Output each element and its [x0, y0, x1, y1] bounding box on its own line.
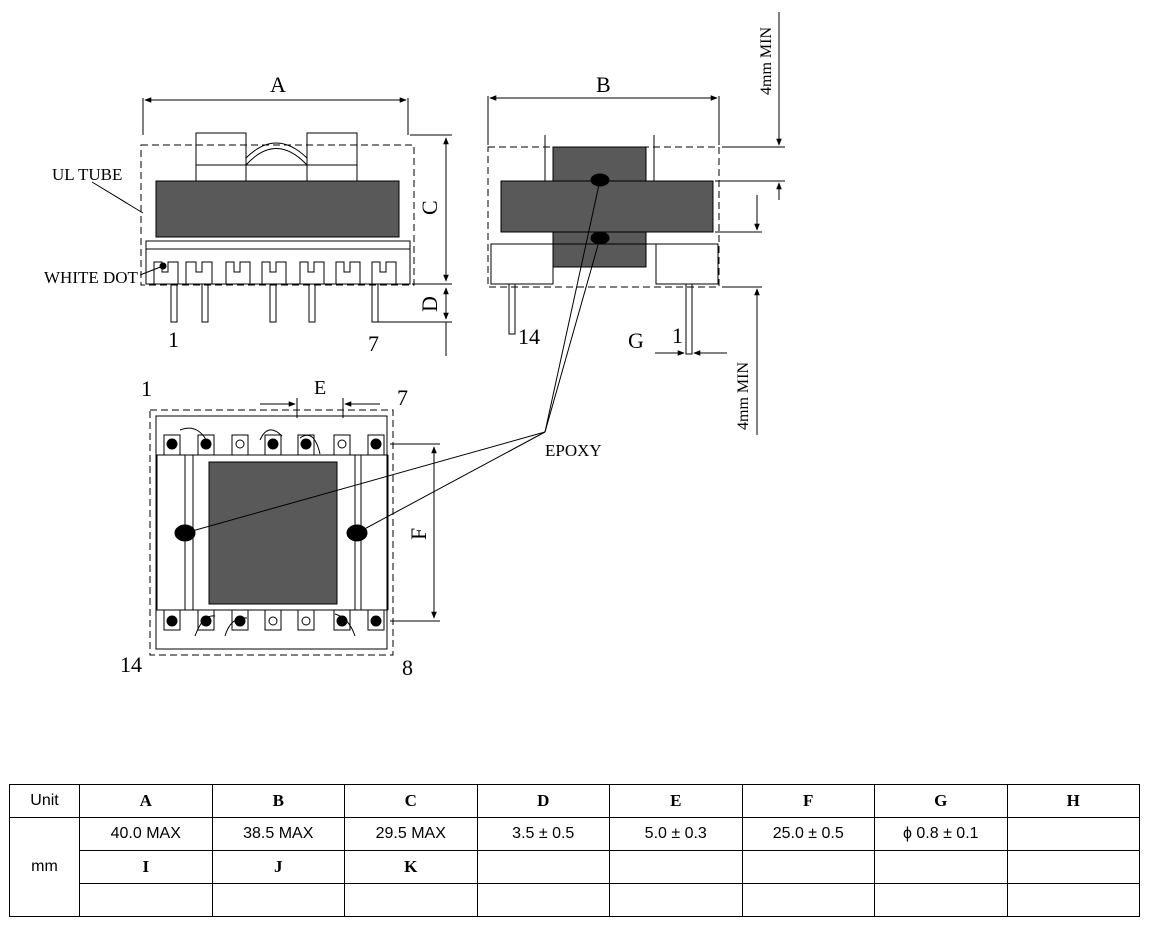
table-cell [1006, 883, 1140, 917]
table-row: Unit A B C D E F G H [9, 784, 1140, 818]
unit-value-cell: mm [9, 817, 80, 917]
dim-value-i [79, 883, 213, 917]
dim-header-b: B [211, 784, 345, 818]
side-view [487, 12, 785, 435]
table-cell [1006, 850, 1140, 884]
dim-header-a: A [79, 784, 213, 818]
table-row: I J K [10, 850, 1140, 884]
pin-number-bottom-tr: 7 [397, 385, 408, 410]
callout-epoxy: EPOXY [545, 441, 602, 460]
pin-number-front-right: 7 [368, 331, 379, 356]
dim-header-e: E [609, 784, 743, 818]
epoxy-leader-lines [184, 179, 601, 534]
dim-label-b: B [596, 72, 611, 97]
pin-number-front-left: 1 [168, 327, 179, 352]
table-row: mm 40.0 MAX 38.5 MAX 29.5 MAX 3.5 ± 0.5 … [9, 817, 1140, 917]
table-cell [476, 850, 610, 884]
dim-header-k: K [344, 850, 478, 884]
dim-label-c: C [417, 200, 442, 215]
dim-value-b: 38.5 MAX [211, 817, 345, 851]
dim-label-g: G [628, 328, 644, 353]
dim-header-f: F [741, 784, 875, 818]
transformer-outline-drawing: A B C D E F G UL TUBE WHITE DOT EPOXY 4m… [44, 12, 785, 680]
dim-value-k [344, 883, 478, 917]
dim-value-e: 5.0 ± 0.3 [609, 817, 743, 851]
table-row [10, 883, 1140, 917]
pin-number-side-left: 14 [518, 324, 540, 349]
dim-header-g: G [874, 784, 1008, 818]
dim-value-h [1006, 817, 1140, 851]
pin-number-bottom-bl: 14 [120, 652, 142, 677]
pin-number-side-right: 1 [672, 323, 683, 348]
table-cell [476, 883, 610, 917]
table-cell [741, 850, 875, 884]
dim-value-g: ϕ 0.8 ± 0.1 [874, 817, 1008, 851]
dim-header-j: J [211, 850, 345, 884]
dimension-table: Unit A B C D E F G H mm 40.0 MAX 38.5 MA… [9, 784, 1140, 917]
unit-header-cell: Unit [9, 784, 80, 818]
dim-label-e: E [314, 377, 326, 399]
dim-label-a: A [270, 72, 286, 97]
callout-ul-tube: UL TUBE [52, 165, 122, 184]
dim-value-j [211, 883, 345, 917]
dim-header-d: D [476, 784, 610, 818]
callout-white-dot: WHITE DOT [44, 268, 139, 287]
dim-value-f: 25.0 ± 0.5 [741, 817, 875, 851]
dim-header-c: C [344, 784, 478, 818]
min-note-top: 4mm MIN [758, 27, 775, 95]
table-cell [609, 883, 743, 917]
pin-number-bottom-br: 8 [402, 655, 413, 680]
dim-value-d: 3.5 ± 0.5 [476, 817, 610, 851]
dim-header-h: H [1006, 784, 1140, 818]
dim-label-f: F [406, 528, 431, 540]
table-cell [874, 850, 1008, 884]
table-cell [609, 850, 743, 884]
dim-label-d: D [417, 296, 442, 312]
dim-header-i: I [79, 850, 213, 884]
table-cell [874, 883, 1008, 917]
bottom-view [149, 398, 440, 656]
pin-number-bottom-tl: 1 [141, 376, 152, 401]
dim-value-a: 40.0 MAX [79, 817, 213, 851]
table-cell [741, 883, 875, 917]
front-view [91, 97, 452, 356]
dim-value-c: 29.5 MAX [344, 817, 478, 851]
min-note-bottom: 4mm MIN [735, 362, 752, 430]
